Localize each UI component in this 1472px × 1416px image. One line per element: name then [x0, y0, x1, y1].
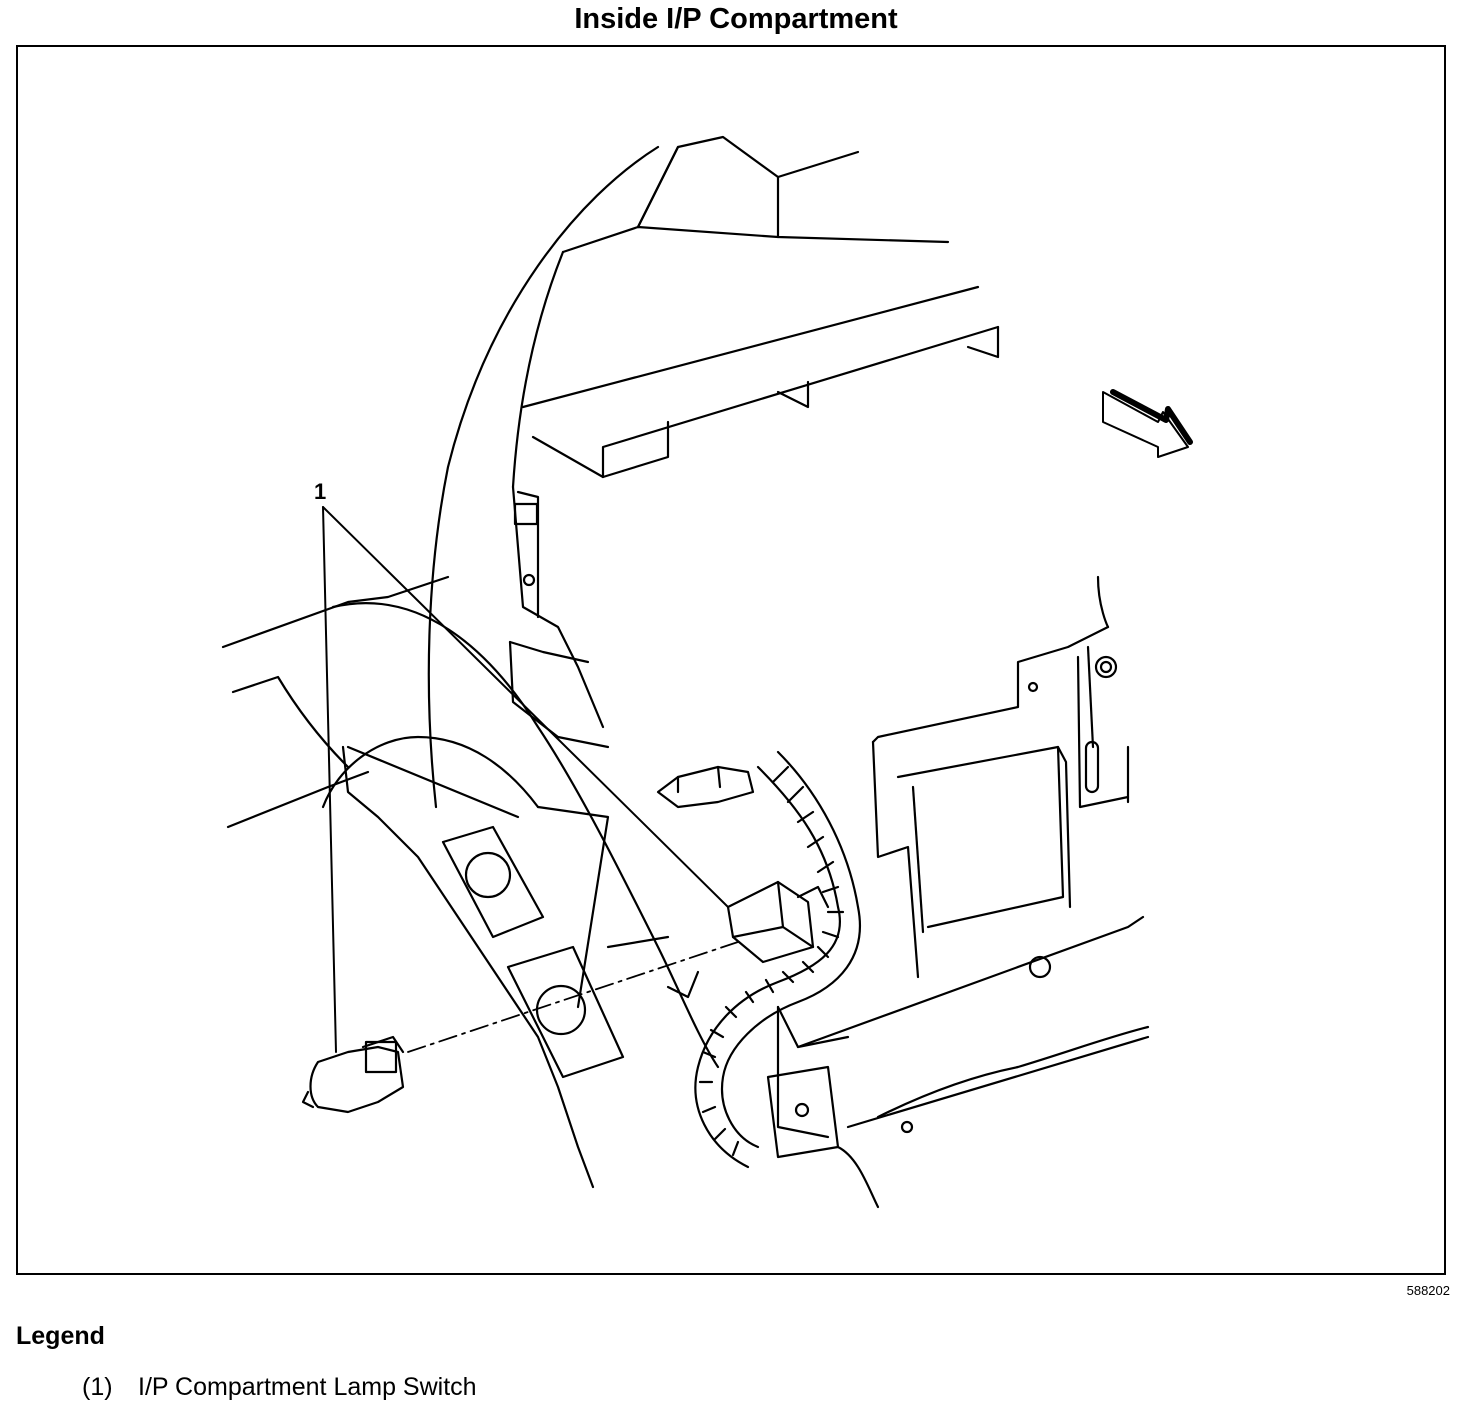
legend-item-label: I/P Compartment Lamp Switch — [138, 1373, 477, 1401]
dash-upper-structure — [427, 135, 1000, 809]
switch-openings — [441, 825, 625, 1079]
legend-item-number: (1) — [82, 1373, 113, 1401]
installation-path-line — [407, 941, 739, 1053]
lamp-switch-part — [301, 1035, 405, 1114]
lower-panel — [606, 915, 1150, 1209]
direction-arrow-icon — [1102, 389, 1193, 458]
figure-id: 588202 — [1406, 1283, 1450, 1298]
harness-connector — [726, 880, 830, 964]
left-trim — [221, 575, 720, 1189]
wiring-harness — [656, 750, 861, 1169]
illustration-frame: 1 — [16, 45, 1446, 1275]
legend-item: (1) I/P Compartment Lamp Switch — [82, 1373, 477, 1402]
ip-compartment-illustration: 1 — [221, 135, 1193, 1209]
callout-number: 1 — [314, 479, 326, 504]
callout-leader — [322, 506, 729, 1053]
right-bracket — [871, 575, 1130, 979]
diagram-title: Inside I/P Compartment — [574, 3, 898, 35]
legend-title: Legend — [16, 1322, 105, 1350]
